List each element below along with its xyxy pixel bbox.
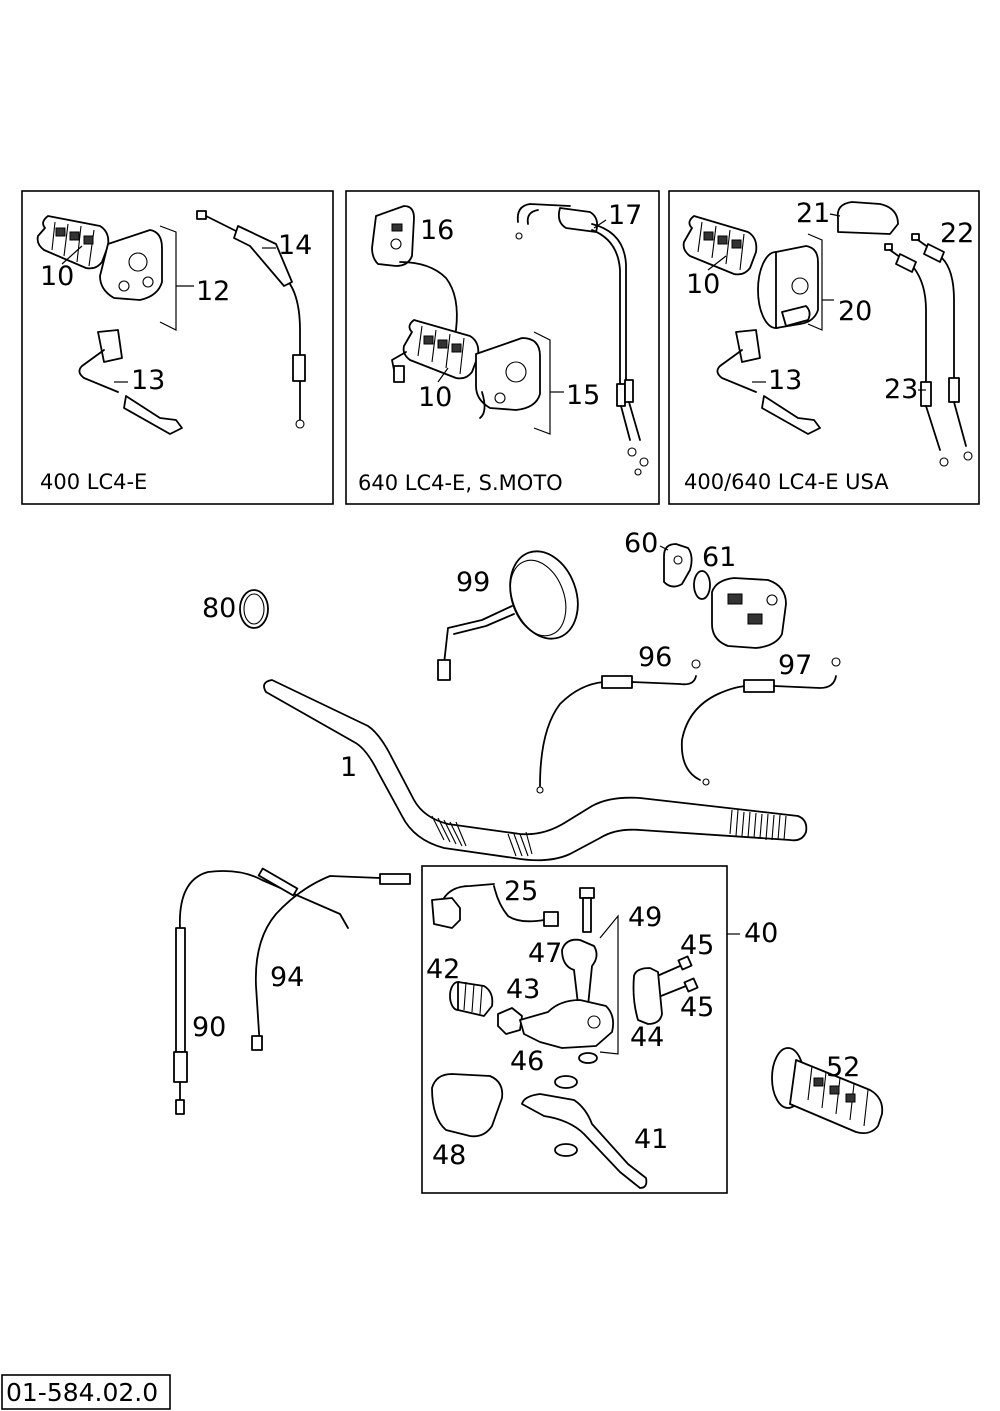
- clutch-group-frame: [421, 865, 728, 1194]
- speedo-cable-drawing: [251, 867, 411, 1051]
- handlebar-drawing: [263, 679, 808, 862]
- throttle-grip-drawing: [36, 215, 110, 270]
- part-label-48: 48: [432, 1140, 466, 1171]
- part-label-1: 1: [340, 752, 357, 783]
- throttle-grip-drawing: [682, 215, 758, 276]
- panel-400-lc4-e: 10 12 13 14 400 LC4-E: [21, 190, 334, 505]
- mirror-drawing: [437, 550, 579, 681]
- reference-code-frame: [1, 1374, 171, 1410]
- part-label-45: 45: [680, 992, 714, 1023]
- part-label-23: 23: [884, 374, 918, 405]
- part-label-44: 44: [630, 1022, 664, 1053]
- part-label-13: 13: [768, 365, 802, 396]
- panel-400-640-lc4-e-usa: 21 22 10 20 13 23 400/640 LC4-E USA: [668, 190, 980, 505]
- part-label-41: 41: [634, 1124, 668, 1155]
- part-label-47: 47: [528, 938, 562, 969]
- panel-caption: 400/640 LC4-E USA: [684, 470, 889, 494]
- part-label-10: 10: [686, 269, 720, 300]
- adjuster-drawing: [561, 938, 598, 1007]
- throttle-grip-drawing: [391, 319, 480, 383]
- throttle-cover-drawing: [836, 201, 899, 235]
- throttle-cables-drawing: [515, 203, 649, 476]
- panel-frame: [345, 190, 660, 505]
- bar-clamp-drawing: [632, 967, 663, 1025]
- switch-housing-drawing: [693, 570, 787, 649]
- part-label-25: 25: [504, 876, 538, 907]
- part-label-96: 96: [638, 642, 672, 673]
- part-label-14: 14: [278, 230, 312, 261]
- bellows-drawing: [449, 981, 494, 1017]
- lever-housing-drawing: [497, 999, 615, 1049]
- part-label-49: 49: [628, 902, 662, 933]
- part-label-16: 16: [420, 215, 454, 246]
- kill-switch-drawing: [78, 329, 183, 435]
- part-label-17: 17: [608, 200, 642, 231]
- part-label-12: 12: [196, 276, 230, 307]
- panel-frame: [21, 190, 334, 505]
- part-label-52: 52: [826, 1052, 860, 1083]
- throttle-housing-drawing: [99, 229, 163, 301]
- washer-drawing: [554, 1052, 598, 1157]
- panel-caption: 640 LC4-E, S.MOTO: [358, 471, 563, 495]
- part-label-61: 61: [702, 542, 736, 573]
- part-label-22: 22: [940, 218, 974, 249]
- throttle-cable-drawing: [196, 210, 306, 429]
- clutch-fitting-group: 40 25 49 47 45 45 44: [421, 865, 778, 1194]
- panel-frame: [668, 190, 980, 505]
- reference-code: 01-584.02.0: [6, 1378, 158, 1407]
- throttle-cables-drawing: [884, 233, 973, 467]
- part-label-97: 97: [778, 650, 812, 681]
- throttle-housing-drawing: [757, 245, 819, 329]
- lever-cover-drawing: [431, 1073, 504, 1138]
- part-label-15: 15: [566, 380, 600, 411]
- throttle-housing-drawing: [475, 337, 541, 419]
- hot-start-cable-drawing: [680, 657, 841, 786]
- hose-clamp-drawing: [239, 589, 269, 629]
- part-label-46: 46: [510, 1046, 544, 1077]
- part-label-42: 42: [426, 954, 460, 985]
- part-label-13: 13: [131, 365, 165, 396]
- panel-caption: 400 LC4-E: [40, 470, 147, 494]
- kill-switch-drawing: [716, 329, 821, 435]
- part-label-40: 40: [744, 918, 778, 949]
- part-label-43: 43: [506, 974, 540, 1005]
- part-label-80: 80: [202, 593, 236, 624]
- part-label-45: 45: [680, 930, 714, 961]
- clutch-lever-drawing: [521, 1093, 648, 1189]
- part-label-21: 21: [796, 198, 830, 229]
- part-label-99: 99: [456, 567, 490, 598]
- clutch-cable-drawing: [173, 870, 349, 1115]
- pivot-bolt-drawing: [579, 887, 595, 933]
- part-label-94: 94: [270, 962, 304, 993]
- part-label-60: 60: [624, 528, 658, 559]
- switch-housing-drawing: [371, 205, 458, 351]
- switch-bracket-drawing: [663, 543, 693, 588]
- clutch-switch-drawing: [431, 883, 559, 929]
- part-label-90: 90: [192, 1012, 226, 1043]
- choke-cable-drawing: [536, 659, 701, 794]
- part-label-10: 10: [418, 382, 452, 413]
- part-label-20: 20: [838, 296, 872, 327]
- panel-640-lc4-e-smoto: 16 17 10 15 640 LC4-E, S.MOTO: [345, 190, 660, 505]
- handlebar-grip-drawing: [771, 1047, 884, 1135]
- part-label-10: 10: [40, 261, 74, 292]
